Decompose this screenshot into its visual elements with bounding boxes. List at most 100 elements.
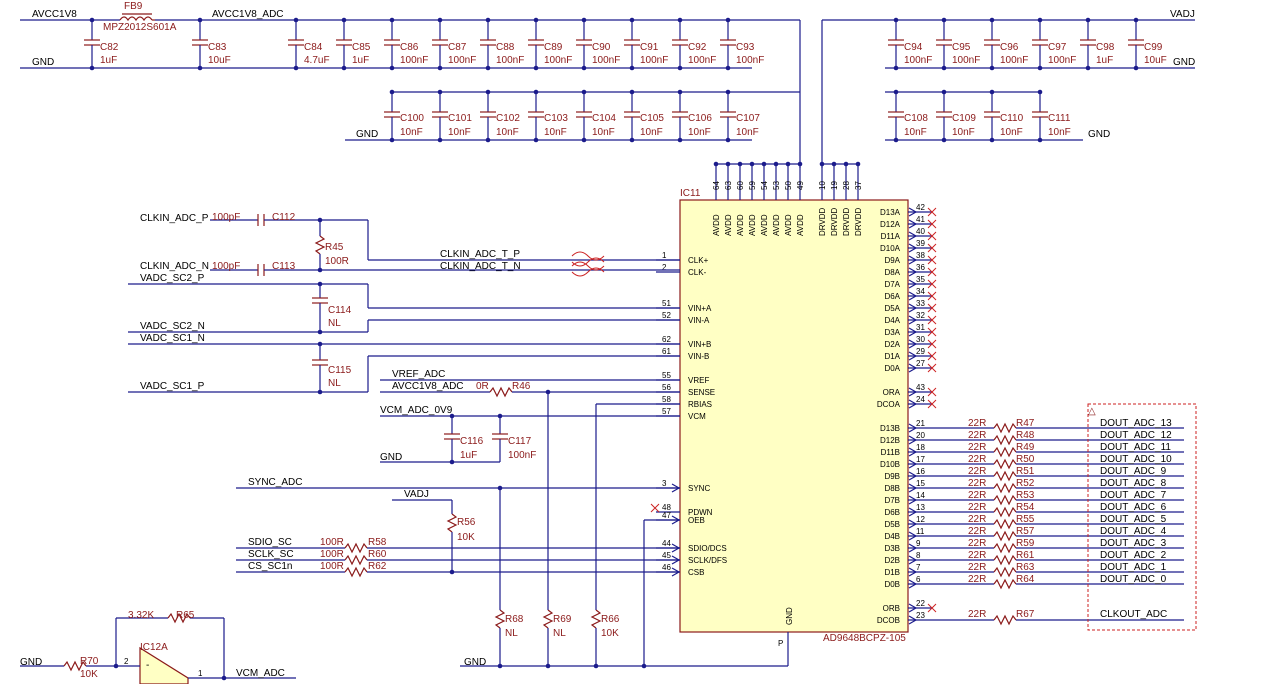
right-pin-38-arrow bbox=[908, 255, 918, 265]
cap-c95-value: 100nF bbox=[952, 55, 980, 66]
cap-c95-dot-a bbox=[941, 17, 947, 23]
dout-r63-net: DOUT_ADC_1 bbox=[1100, 562, 1167, 573]
dout-r48-value: 22R bbox=[968, 430, 986, 441]
right-pin-35-nc bbox=[927, 279, 937, 289]
net-cs-sc1n: CS_SC1n bbox=[248, 561, 292, 572]
right-pin-14-num: 14 bbox=[916, 491, 925, 500]
right-pin-35-name: D7A bbox=[884, 280, 900, 289]
right-pin-13-num: 13 bbox=[916, 503, 925, 512]
dout-r57-ref: R57 bbox=[1016, 526, 1035, 537]
cap-c95-dot-b bbox=[941, 65, 947, 71]
ic12a-pin-out: 1 bbox=[198, 669, 203, 678]
top-pin-53-dot bbox=[773, 161, 779, 167]
cap-c105-ref: C105 bbox=[640, 113, 664, 124]
right-pin-23-arrow bbox=[908, 615, 918, 625]
right-pin-39-nc bbox=[927, 243, 937, 253]
left-pin-1-num: 1 bbox=[662, 251, 667, 260]
dout-r55-net: DOUT_ADC_5 bbox=[1100, 514, 1167, 525]
cap-c100-ref: C100 bbox=[400, 113, 424, 124]
right-pin-41-num: 41 bbox=[916, 215, 925, 224]
top-pin-60-dot bbox=[737, 161, 743, 167]
left-pin-45-name: SCLK/DFS bbox=[688, 556, 727, 565]
right-pin-41-arrow bbox=[908, 219, 918, 229]
right-pin-18-num: 18 bbox=[916, 443, 925, 452]
dout-r50-value: 22R bbox=[968, 454, 986, 465]
cap-c109-dot-a bbox=[941, 89, 947, 95]
r68-value: NL bbox=[505, 628, 518, 639]
c116-value: 1uF bbox=[460, 450, 477, 461]
cap-c90-dot-b bbox=[581, 65, 587, 71]
dout-r51-value: 22R bbox=[968, 466, 986, 477]
cap-c106-ref: C106 bbox=[688, 113, 712, 124]
cap-c101-dot-b bbox=[437, 137, 443, 143]
right-pin-39-num: 39 bbox=[916, 239, 925, 248]
net-sclk-sc: SCLK_SC bbox=[248, 549, 294, 560]
cap-c100-dot-a bbox=[389, 89, 395, 95]
r56-value: 10K bbox=[457, 532, 475, 543]
cap-c88-dot-b bbox=[485, 65, 491, 71]
cap-c84-dot-b bbox=[293, 65, 299, 71]
dout-r64-net: DOUT_ADC_0 bbox=[1100, 574, 1167, 585]
right-pin-21-arrow bbox=[908, 423, 918, 433]
right-pin-7-name: D1B bbox=[884, 568, 900, 577]
cap-c102-dot-a bbox=[485, 89, 491, 95]
cap-c99-dot-a bbox=[1133, 17, 1139, 23]
ic12a-minus: - bbox=[146, 660, 149, 671]
dout-r61-ref: R61 bbox=[1016, 550, 1035, 561]
top-pin-63-dot bbox=[725, 161, 731, 167]
right-pin-41-nc bbox=[927, 219, 937, 229]
top-pin-54-dot bbox=[761, 161, 767, 167]
top-pin-53-num: 53 bbox=[772, 181, 781, 190]
right-pin-8-arrow bbox=[908, 555, 918, 565]
cap-c110-value: 10nF bbox=[1000, 127, 1023, 138]
dout-r51-resistor bbox=[993, 470, 1017, 482]
net-vadc-sc2-p: VADC_SC2_P bbox=[140, 273, 205, 284]
cap-c97-dot-b bbox=[1037, 65, 1043, 71]
right-pin-9-arrow bbox=[908, 543, 918, 553]
ic11-gnd-pin: P bbox=[778, 639, 783, 648]
dout-r49-value: 22R bbox=[968, 442, 986, 453]
top-pin-64-num: 64 bbox=[712, 181, 721, 190]
right-pin-29-nc bbox=[927, 351, 937, 361]
cap-c87-dot-a bbox=[437, 17, 443, 23]
cap-c99-dot-b bbox=[1133, 65, 1139, 71]
cap-c97-value: 100nF bbox=[1048, 55, 1076, 66]
left-pin-46-num: 46 bbox=[662, 563, 671, 572]
c114-value: NL bbox=[328, 318, 341, 329]
cap-c100-value: 10nF bbox=[400, 127, 423, 138]
right-pin-12-num: 12 bbox=[916, 515, 925, 524]
top-pin-28-dot bbox=[843, 161, 849, 167]
dout-r63-resistor bbox=[993, 566, 1017, 578]
cap-c110-ref: C110 bbox=[1000, 113, 1024, 124]
cap-c82-ref: C82 bbox=[100, 42, 119, 53]
r67-value: 22R bbox=[968, 609, 986, 620]
right-pin-27-arrow bbox=[908, 363, 918, 373]
left-pin-62-name: VIN+B bbox=[688, 340, 711, 349]
dout-r47-value: 22R bbox=[968, 418, 986, 429]
cap-c88-dot-a bbox=[485, 17, 491, 23]
r58-value: 100R bbox=[320, 537, 344, 548]
r66-ref: R66 bbox=[601, 614, 620, 625]
dout-r47-resistor bbox=[993, 422, 1017, 434]
right-pin-31-num: 31 bbox=[916, 323, 925, 332]
cap-c82-value: 1uF bbox=[100, 55, 117, 66]
left-pin-3-name: SYNC bbox=[688, 484, 710, 493]
right-pin-6-num: 6 bbox=[916, 575, 921, 584]
cap-c102-dot-b bbox=[485, 137, 491, 143]
right-pin-27-name: D0A bbox=[884, 364, 900, 373]
left-pin-51-name: VIN+A bbox=[688, 304, 712, 313]
right-pin-23-name: DCOB bbox=[877, 616, 900, 625]
dout-r53-ref: R53 bbox=[1016, 490, 1035, 501]
fb9-ref: FB9 bbox=[124, 1, 143, 12]
r46-value: 0R bbox=[476, 381, 489, 392]
cap-c92-dot-b bbox=[677, 65, 683, 71]
dout-r59-resistor bbox=[993, 542, 1017, 554]
cap-c96-value: 100nF bbox=[1000, 55, 1028, 66]
right-pin-33-num: 33 bbox=[916, 299, 925, 308]
right-pin-41-name: D12A bbox=[880, 220, 901, 229]
right-pin-7-arrow bbox=[908, 567, 918, 577]
cap-c109-dot-b bbox=[941, 137, 947, 143]
top-pin-50-dot bbox=[785, 161, 791, 167]
net-gnd-6: GND bbox=[464, 657, 486, 668]
right-pin-42-num: 42 bbox=[916, 203, 925, 212]
